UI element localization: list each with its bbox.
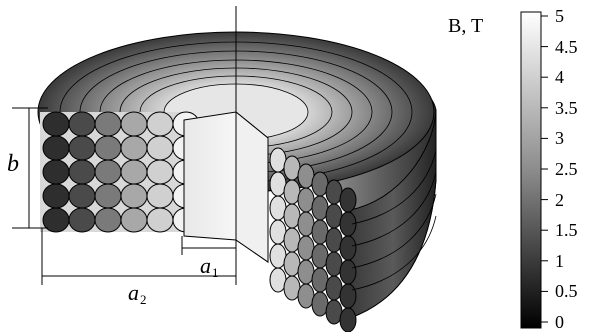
dimension-a2-label: a2: [128, 280, 147, 307]
conductor-turn: [94, 111, 122, 137]
colorbar-tick-label: 5: [555, 6, 564, 26]
conductor-turn: [339, 283, 357, 309]
conductor-turn: [146, 183, 174, 209]
conductor-turn: [339, 259, 357, 285]
conductor-turn: [339, 307, 357, 332]
conductor-turn: [146, 135, 174, 161]
colorbar-tick-label: 0.5: [555, 281, 578, 302]
coil-right-layers: [351, 149, 437, 291]
dimension-a1: [181, 236, 236, 255]
conductor-turn: [68, 183, 96, 209]
colorbar-tick-label: 2.5: [555, 159, 578, 179]
conductor-turn: [146, 159, 174, 185]
colorbar-tick-label: 1.5: [555, 220, 578, 241]
left-conductor-section: [42, 111, 200, 233]
colorbar-tick-label: 3: [555, 128, 564, 149]
colorbar-ticks: [541, 15, 548, 323]
conductor-turn: [42, 111, 70, 137]
conductor-turn: [94, 135, 122, 161]
conductor-turn: [42, 135, 70, 161]
bore-face: [235, 110, 269, 263]
colorbar-tick-label: 1: [555, 250, 564, 271]
conductor-turn: [339, 187, 357, 213]
dimension-a1-label: a1: [200, 253, 219, 280]
conductor-turn: [68, 207, 96, 233]
coil-right-wall: [349, 109, 437, 319]
conductor-turn: [94, 159, 122, 185]
conductor-turn: [42, 183, 70, 209]
conductor-turn: [339, 235, 357, 261]
conductor-turn: [68, 111, 96, 137]
dimension-a2: [41, 228, 236, 285]
colorbar: [520, 11, 542, 329]
colorbar-tick-label: 0: [555, 312, 564, 332]
conductor-turn: [146, 111, 174, 137]
conductor-turn: [120, 159, 148, 185]
conductor-turn: [94, 183, 122, 209]
conductor-turn: [120, 111, 148, 137]
colorbar-tick-label: 4: [555, 67, 564, 88]
colorbar-unit-label: B, T: [448, 15, 484, 37]
colorbar-tick-label: 3.5: [555, 97, 578, 118]
conductor-turn: [120, 207, 148, 233]
conductor-turn: [42, 159, 70, 185]
conductor-turn: [68, 135, 96, 161]
colorbar-tick-label: 4.5: [555, 36, 578, 57]
dimension-b-label: b: [7, 151, 19, 177]
conductor-turn: [120, 135, 148, 161]
colorbar-tick-label: 2: [555, 189, 564, 210]
right-conductor-section: [269, 147, 357, 332]
conductor-turn: [146, 207, 174, 233]
conductor-turn: [120, 183, 148, 209]
conductor-turn: [94, 207, 122, 233]
conductor-turn: [68, 159, 96, 185]
